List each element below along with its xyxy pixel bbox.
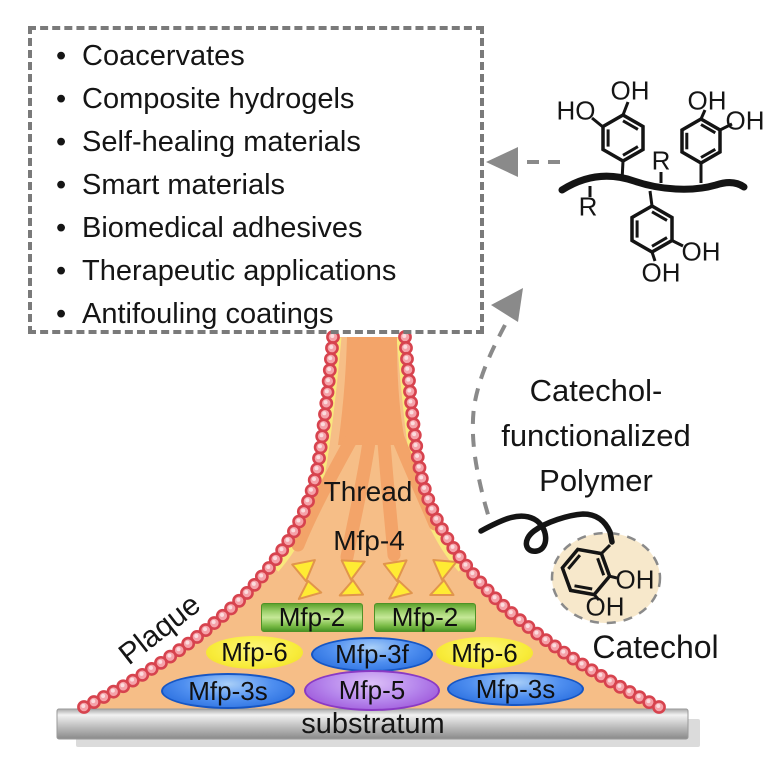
polymer-structure xyxy=(558,101,748,262)
atom-label-oh: OH xyxy=(585,591,625,622)
caption-line: Polymer xyxy=(539,463,653,498)
protein-mfp5: Mfp-5 xyxy=(304,670,440,711)
list-item-label: Smart materials xyxy=(82,169,286,201)
benzene-ring-2 xyxy=(680,109,733,183)
substratum-label: substratum xyxy=(301,708,445,740)
protein-label: Mfp-3s xyxy=(475,673,556,704)
list-item: • Biomedical adhesives xyxy=(56,207,480,250)
substratum-bar xyxy=(56,708,700,747)
bullet-icon: • xyxy=(56,126,67,158)
protein-label: Mfp-6 xyxy=(451,637,518,668)
protein-label: Mfp-2 xyxy=(391,602,459,632)
catechol-caption: Catechol xyxy=(592,629,719,665)
bullet-icon: • xyxy=(56,169,67,201)
protein-mfp2-right: Mfp-2 xyxy=(374,602,476,632)
atom-label-oh: OH xyxy=(725,105,765,136)
benzene-ring-3 xyxy=(630,190,684,262)
list-item: • Self-healing materials xyxy=(56,121,480,164)
list-item: • Therapeutic applications xyxy=(56,250,480,293)
caption-line: functionalized xyxy=(501,418,691,453)
atom-label-r: R xyxy=(578,191,598,222)
atom-label-r: R xyxy=(651,145,671,176)
list-item-label: Composite hydrogels xyxy=(82,83,355,115)
caption-line: Catechol- xyxy=(529,373,663,408)
atom-label-ho: HO xyxy=(556,95,596,126)
connector-top xyxy=(486,147,568,177)
bullet-icon: • xyxy=(56,40,67,72)
polymer-backbone xyxy=(558,172,748,194)
bead-row-left xyxy=(77,330,340,714)
protein-mfp4-label: Mfp-4 xyxy=(333,525,405,556)
protein-mfp6-left: Mfp-6 xyxy=(206,636,303,669)
protein-mfp3s-right: Mfp-3s xyxy=(447,672,584,706)
protein-mfp2-left: Mfp-2 xyxy=(261,602,363,632)
benzene-ring-1 xyxy=(591,101,645,182)
list-item-label: Biomedical adhesives xyxy=(82,212,363,244)
catechol-benzene-ring xyxy=(560,543,618,601)
catechol-highlight xyxy=(478,511,662,625)
protein-mfp3s-left: Mfp-3s xyxy=(161,673,295,709)
list-item-label: Coacervates xyxy=(82,40,245,72)
protein-label: Mfp-6 xyxy=(221,637,288,667)
protein-label: Mfp-3f xyxy=(335,639,409,669)
protein-label: Mfp-5 xyxy=(338,675,406,705)
list-item: • Antifouling coatings xyxy=(56,293,480,336)
bullet-icon: • xyxy=(56,83,67,115)
protein-label: Mfp-2 xyxy=(278,602,346,632)
protein-mfp3f: Mfp-3f xyxy=(311,637,433,672)
list-item: • Smart materials xyxy=(56,164,480,207)
arrowhead-left-icon xyxy=(486,147,518,177)
list-item: • Coacervates xyxy=(56,35,480,78)
catechol-polymer-caption: Catechol- functionalized Polymer xyxy=(470,368,722,503)
protein-label: Mfp-3s xyxy=(188,675,268,706)
atom-label-oh: OH xyxy=(641,257,681,288)
atom-label-oh: OH xyxy=(610,75,650,106)
arrowhead-upleft-icon xyxy=(491,288,523,322)
list-item-label: Therapeutic applications xyxy=(82,255,397,287)
bullet-icon: • xyxy=(56,255,67,287)
list-item: • Composite hydrogels xyxy=(56,78,480,121)
list-item-label: Self-healing materials xyxy=(82,126,361,158)
protein-mfp6-right: Mfp-6 xyxy=(436,637,533,669)
thread-label: Thread xyxy=(323,476,413,507)
bowtie-symbols xyxy=(291,559,458,600)
bullet-icon: • xyxy=(56,298,67,330)
atom-label-oh: OH xyxy=(615,564,655,595)
applications-box: • Coacervates • Composite hydrogels • Self-… xyxy=(28,26,484,334)
polymer-squiggle xyxy=(478,511,615,554)
atom-label-oh: OH xyxy=(687,85,727,116)
bead-row-right xyxy=(398,330,666,714)
list-item-label: Antifouling coatings xyxy=(82,298,334,330)
bullet-icon: • xyxy=(56,212,67,244)
atom-label-oh: OH xyxy=(681,236,721,267)
connector-bottom xyxy=(470,288,523,519)
